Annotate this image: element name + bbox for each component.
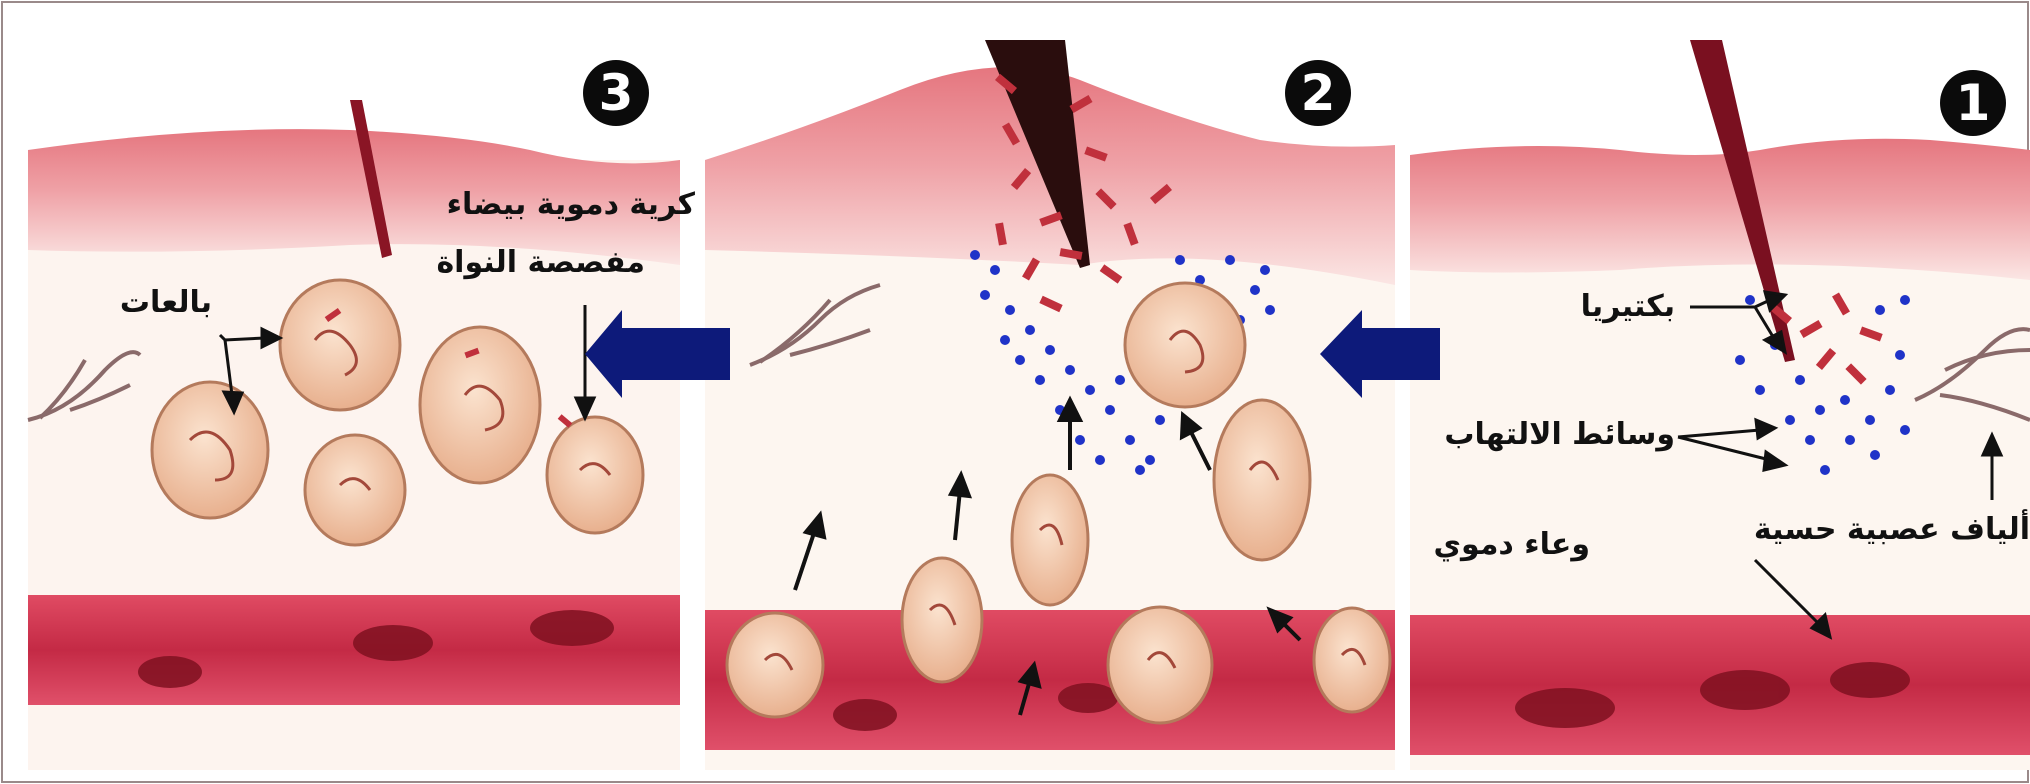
label-multilobed-nucleus: مفصصة النواة: [436, 248, 645, 278]
panel-step-1: [1410, 40, 2030, 770]
step-number-3: 3: [583, 60, 649, 126]
label-bacteria: بكتيريا: [1581, 292, 1675, 322]
panel-step-2: [705, 40, 1395, 770]
label-inflammation-mediators: وسائط الالتهاب: [1444, 420, 1675, 450]
label-sensory-nerve-fibers: ألياف عصبية حسية: [1754, 515, 2030, 545]
label-blood-vessel: وعاء دموي: [1434, 530, 1590, 560]
label-phagocytes: بالعات: [120, 288, 212, 318]
label-white-blood-cell: كرية دموية بيضاء: [447, 190, 695, 220]
skin-layer-1: [1410, 139, 2030, 280]
step-number-1: 1: [1940, 70, 2006, 136]
step-number-2: 2: [1285, 60, 1351, 126]
